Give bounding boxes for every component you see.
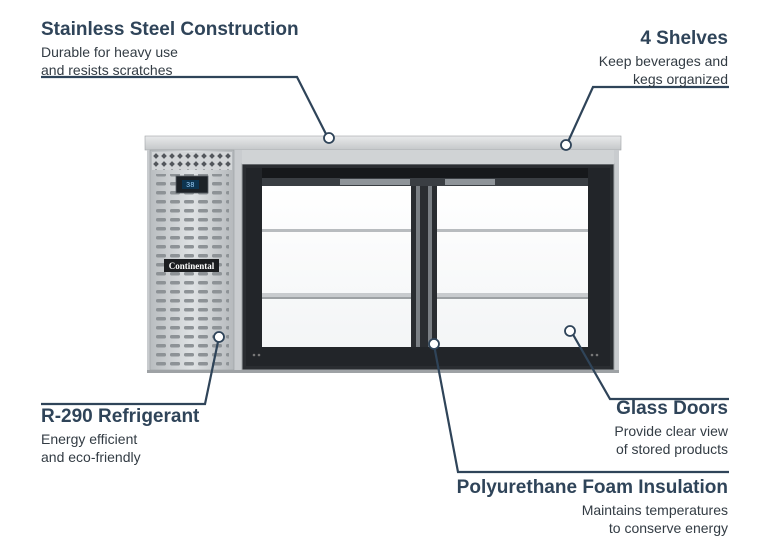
feature-title: 4 Shelves xyxy=(640,28,728,49)
countertop xyxy=(144,135,622,151)
feature-foam-insulation: Polyurethane Foam Insulation Maintains t… xyxy=(457,477,728,537)
feature-stainless-steel: Stainless Steel Construction Durable for… xyxy=(41,19,299,79)
feature-description: Maintains temperatures to conserve energ… xyxy=(581,502,728,536)
brand-badge xyxy=(164,259,219,272)
display-temp: 38 xyxy=(186,182,194,190)
shelves xyxy=(262,229,588,299)
brand-logo: Continental xyxy=(169,261,215,271)
feature-description: Energy efficient and eco-friendly xyxy=(41,431,141,465)
feature-description: Keep beverages and kegs organized xyxy=(598,53,728,87)
feature-glass-doors: Glass Doors Provide clear view of stored… xyxy=(614,398,728,458)
glass-door-left xyxy=(262,185,411,347)
feature-description: Provide clear view of stored products xyxy=(614,423,728,457)
feature-description: Durable for heavy use and resists scratc… xyxy=(41,44,178,78)
feature-title: R-290 Refrigerant xyxy=(41,406,200,427)
feature-title: Glass Doors xyxy=(616,398,728,419)
feature-shelves: 4 Shelves Keep beverages and kegs organi… xyxy=(599,28,728,88)
feature-title: Stainless Steel Construction xyxy=(41,19,299,40)
glass-door-right xyxy=(437,185,588,347)
feature-refrigerant: R-290 Refrigerant Energy efficient and e… xyxy=(41,406,199,466)
callout-markers xyxy=(213,132,576,350)
feature-title: Polyurethane Foam Insulation xyxy=(456,477,728,498)
callout-lines xyxy=(41,75,729,474)
